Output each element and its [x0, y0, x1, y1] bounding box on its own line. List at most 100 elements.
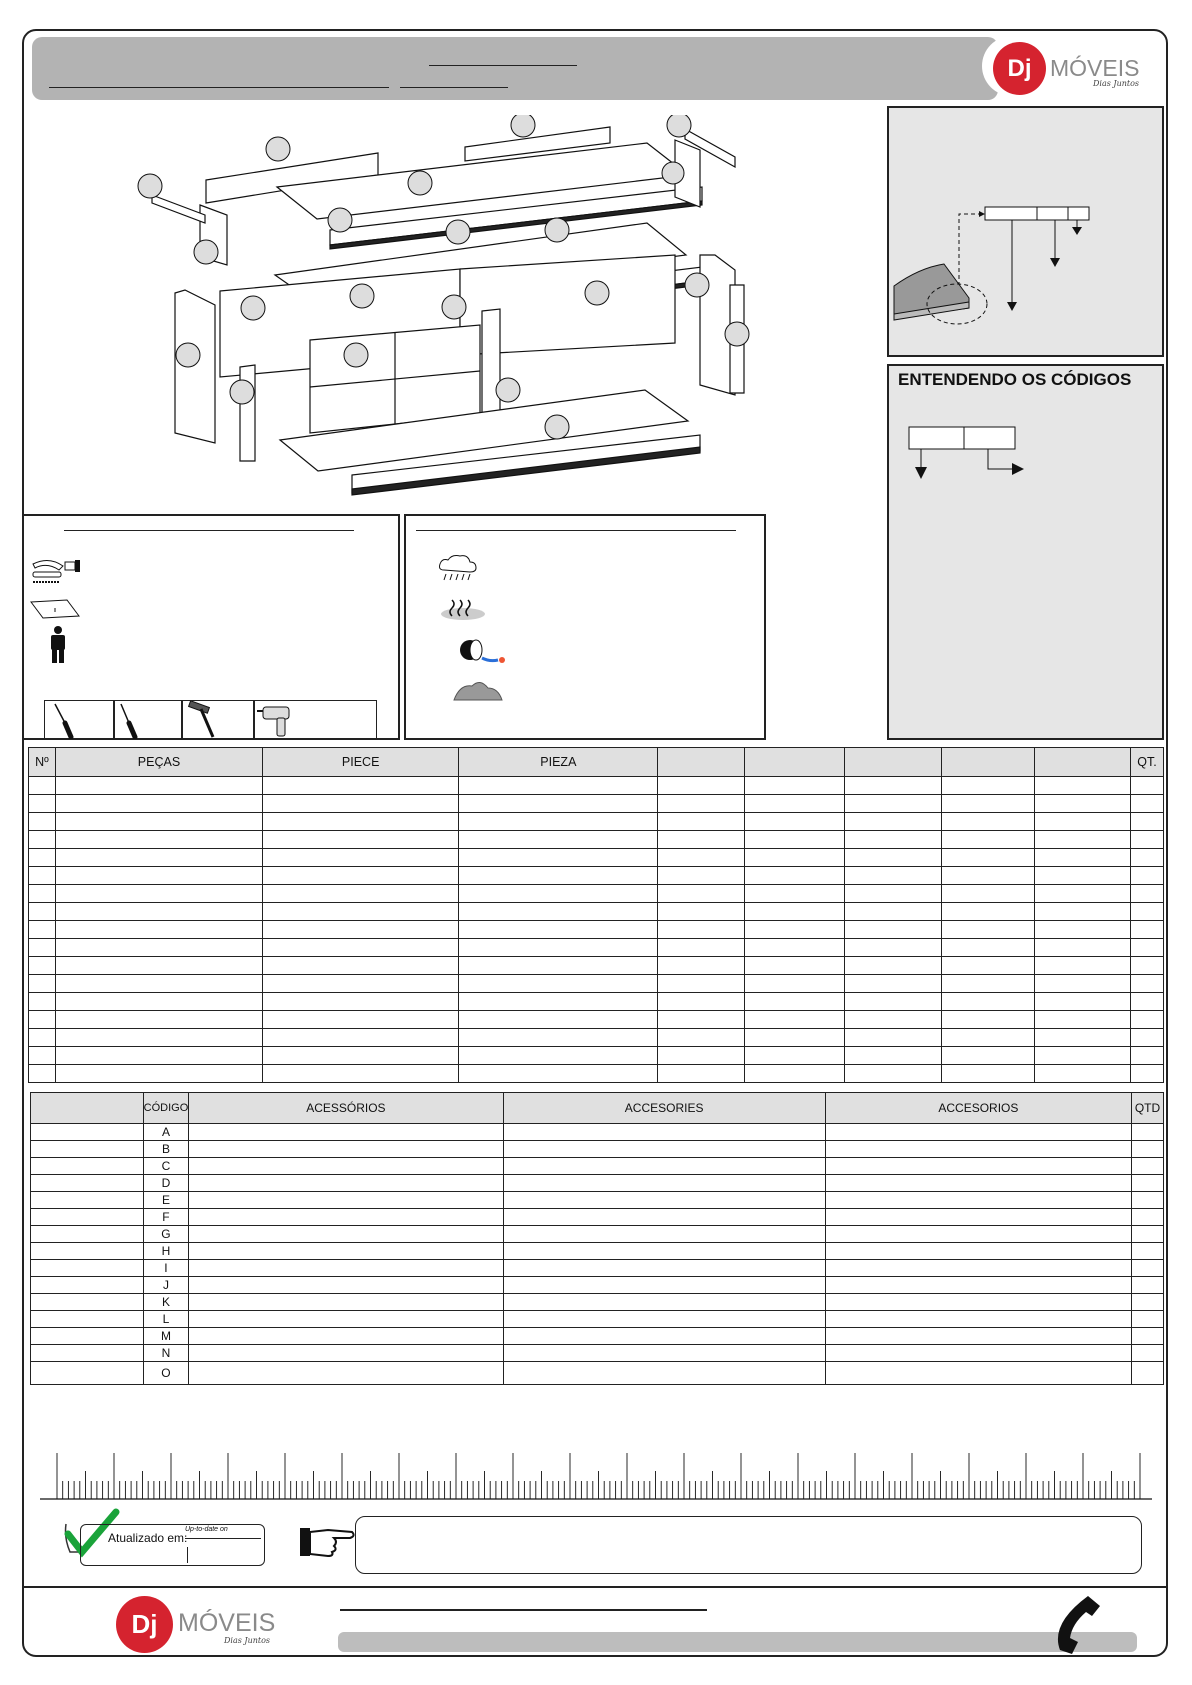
accessories-table-row: K [30, 1293, 1164, 1311]
note-box [355, 1516, 1142, 1574]
parts-table-cell [657, 992, 745, 1011]
parts-table-row [28, 812, 1165, 831]
parts-table-cell [844, 1010, 942, 1029]
accessories-table-cell [502, 1276, 826, 1294]
parts-table-cell [458, 776, 659, 795]
accessories-table-cell [30, 1293, 144, 1311]
parts-table-cell [54, 866, 264, 885]
accessories-table-cell [30, 1259, 144, 1277]
parts-table-cell [1129, 956, 1165, 975]
tools-row [44, 700, 377, 740]
parts-table-cell [54, 1064, 264, 1083]
header-line [400, 87, 508, 88]
accessories-table-row: M [30, 1327, 1164, 1345]
accessories-table-row: B [30, 1140, 1164, 1158]
parts-table-cell [657, 848, 745, 867]
parts-table-cell [458, 992, 659, 1011]
accessories-table-cell [1131, 1276, 1164, 1294]
panel-icon [30, 599, 80, 619]
parts-table-cell [657, 866, 745, 885]
col-accesorios: ACCESORIOS [824, 1092, 1133, 1124]
parts-table-cell [1034, 938, 1131, 957]
parts-table-cell [28, 938, 56, 957]
parts-table-row [28, 992, 1165, 1011]
accessories-table-cell [188, 1259, 504, 1277]
parts-table-cell [743, 884, 846, 903]
parts-table-row [28, 938, 1165, 957]
accessories-table-cell [502, 1208, 826, 1226]
accessories-table-cell [1131, 1191, 1164, 1209]
parts-table-cell [940, 884, 1036, 903]
accessories-table-cell [824, 1225, 1133, 1243]
parts-table-cell [1129, 866, 1165, 885]
parts-table-cell [1129, 1064, 1165, 1083]
parts-table-cell [28, 866, 56, 885]
parts-table-cell [1034, 992, 1131, 1011]
col-blank-2 [743, 747, 846, 777]
brand-name: MÓVEIS [1050, 55, 1140, 81]
parts-table-cell [458, 920, 659, 939]
accessories-table-cell [502, 1293, 826, 1311]
parts-table-cell [940, 1046, 1036, 1065]
accessories-table-cell [188, 1242, 504, 1260]
accessory-code: L [142, 1310, 190, 1328]
accessories-table-cell [1131, 1293, 1164, 1311]
accessories-table-cell [188, 1344, 504, 1362]
parts-table-cell [657, 776, 745, 795]
parts-table-cell [28, 992, 56, 1011]
accessories-table-cell [824, 1174, 1133, 1192]
parts-table-cell [28, 1010, 56, 1029]
col-pecas: PEÇAS [54, 747, 264, 777]
footer-brand-signature: Dias Juntos [224, 1636, 271, 1645]
parts-table-cell [743, 1028, 846, 1047]
hardware-icon [32, 560, 80, 583]
parts-table-row [28, 830, 1165, 849]
accessories-table-cell [188, 1293, 504, 1311]
parts-table-cell [458, 938, 659, 957]
parts-table-cell [844, 992, 942, 1011]
parts-table-cell [28, 830, 56, 849]
accessories-table-cell [30, 1123, 144, 1141]
tool-drill [254, 700, 377, 740]
accessory-code: F [142, 1208, 190, 1226]
accessories-table-cell [824, 1191, 1133, 1209]
parts-table-cell [28, 794, 56, 813]
parts-table-cell [743, 776, 846, 795]
col-qtd: QTD [1131, 1092, 1164, 1124]
accessories-table-cell [502, 1157, 826, 1175]
parts-table-cell [743, 902, 846, 921]
parts-table-cell [940, 776, 1036, 795]
parts-table-cell [1034, 974, 1131, 993]
parts-table-cell [262, 956, 460, 975]
parts-table-cell [657, 812, 745, 831]
accessory-code: B [142, 1140, 190, 1158]
tool-screwdriver-flat [44, 700, 114, 740]
parts-table-cell [844, 776, 942, 795]
parts-table-cell [1129, 1046, 1165, 1065]
accessories-table-cell [502, 1174, 826, 1192]
col-accesories: ACCESORIES [502, 1092, 826, 1124]
parts-table-cell [54, 938, 264, 957]
accessories-table-cell [1131, 1310, 1164, 1328]
accessories-table-cell [824, 1276, 1133, 1294]
parts-table-cell [1034, 902, 1131, 921]
person-icon [51, 626, 65, 663]
brand-logo: Dj [993, 42, 1046, 95]
accessories-table-row: C [30, 1157, 1164, 1175]
parts-table-cell [458, 812, 659, 831]
parts-table-cell [262, 884, 460, 903]
parts-table-cell [28, 812, 56, 831]
accessories-table-cell [1131, 1140, 1164, 1158]
parts-table-cell [940, 974, 1036, 993]
parts-table-cell [262, 992, 460, 1011]
accessories-table: CÓDIGO ACESSÓRIOS ACCESORIES ACCESORIOS … [30, 1092, 1164, 1385]
col-blank-1 [657, 747, 745, 777]
accessories-table-cell [502, 1191, 826, 1209]
parts-table-row [28, 776, 1165, 795]
humidity-icon [441, 599, 485, 620]
accessories-table-cell [188, 1310, 504, 1328]
parts-table-cell [844, 956, 942, 975]
accessories-table-cell [188, 1276, 504, 1294]
care-panel [404, 514, 766, 740]
parts-table-cell [458, 902, 659, 921]
